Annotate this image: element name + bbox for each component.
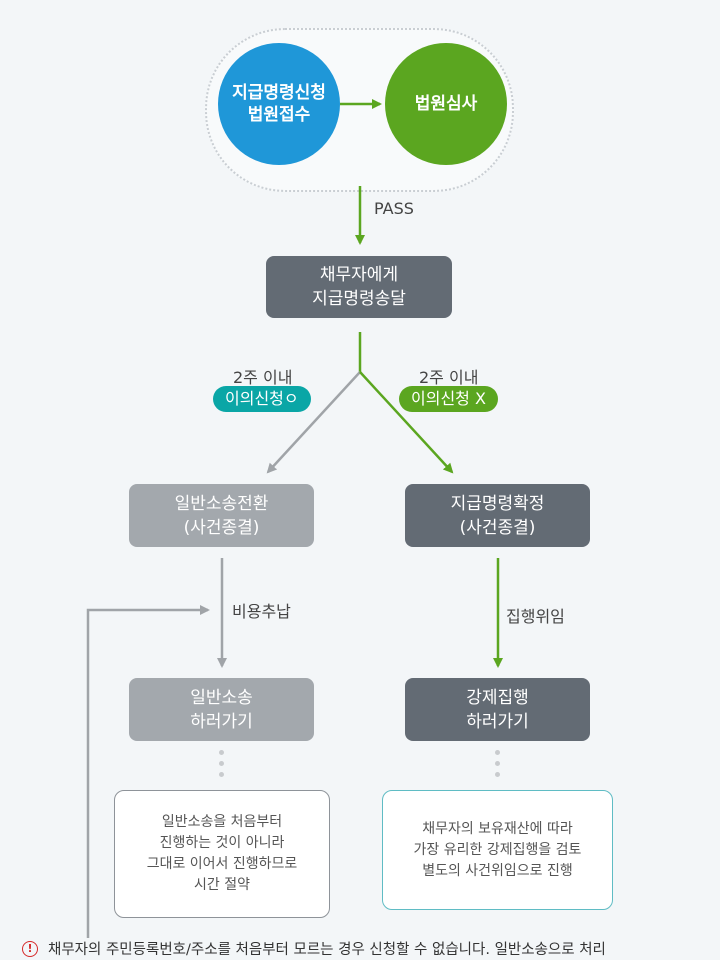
node-enforce-go: 강제집행 하러가기 xyxy=(405,678,590,741)
edge-label-two-weeks-right: 2주 이내 xyxy=(419,368,479,387)
footer-warning: ! 채무자의 주민등록번호/주소를 처음부터 모르는 경우 신청할 수 없습니다… xyxy=(22,938,606,959)
node-deliver: 채무자에게 지급명령송달 xyxy=(266,256,452,318)
node-order-confirm: 지급명령확정 (사건종결) xyxy=(405,484,590,547)
objection-no-badge: 이의신청 X xyxy=(399,386,498,412)
ellipsis-dot xyxy=(219,772,224,777)
arrow-to-lawsuit-convert xyxy=(266,371,361,474)
edge-label-pass: PASS xyxy=(374,199,414,218)
node-apply: 지급명령신청 법원접수 xyxy=(218,43,340,165)
ellipsis-dot xyxy=(219,750,224,755)
edge-label-cost-claim: 비용추납 xyxy=(232,602,291,621)
ellipsis-dot xyxy=(219,761,224,766)
ellipsis-dot xyxy=(495,761,500,766)
edge-label-enforcement-delegation: 집행위임 xyxy=(506,607,565,626)
exclamation-circle-icon: ! xyxy=(22,940,38,957)
note-lawsuit: 일반소송을 처음부터 진행하는 것이 아니라 그대로 이어서 진행하므로 시간 … xyxy=(114,790,330,918)
arrow-footer-feedback xyxy=(86,605,210,938)
footer-warning-text: 채무자의 주민등록번호/주소를 처음부터 모르는 경우 신청할 수 없습니다. … xyxy=(48,942,606,958)
node-lawsuit-convert: 일반소송전환 (사건종결) xyxy=(129,484,314,547)
arrow-to-order-confirm xyxy=(359,371,454,474)
node-review: 법원심사 xyxy=(385,43,507,165)
edge-label-two-weeks-left: 2주 이내 xyxy=(233,368,293,387)
ellipsis-dot xyxy=(495,750,500,755)
objection-yes-badge: 이의신청ㅇ xyxy=(213,386,311,412)
node-lawsuit-go: 일반소송 하러가기 xyxy=(129,678,314,741)
ellipsis-dot xyxy=(495,772,500,777)
note-enforcement: 채무자의 보유재산에 따라 가장 유리한 강제집행을 검토 별도의 사건위임으로… xyxy=(382,790,613,910)
